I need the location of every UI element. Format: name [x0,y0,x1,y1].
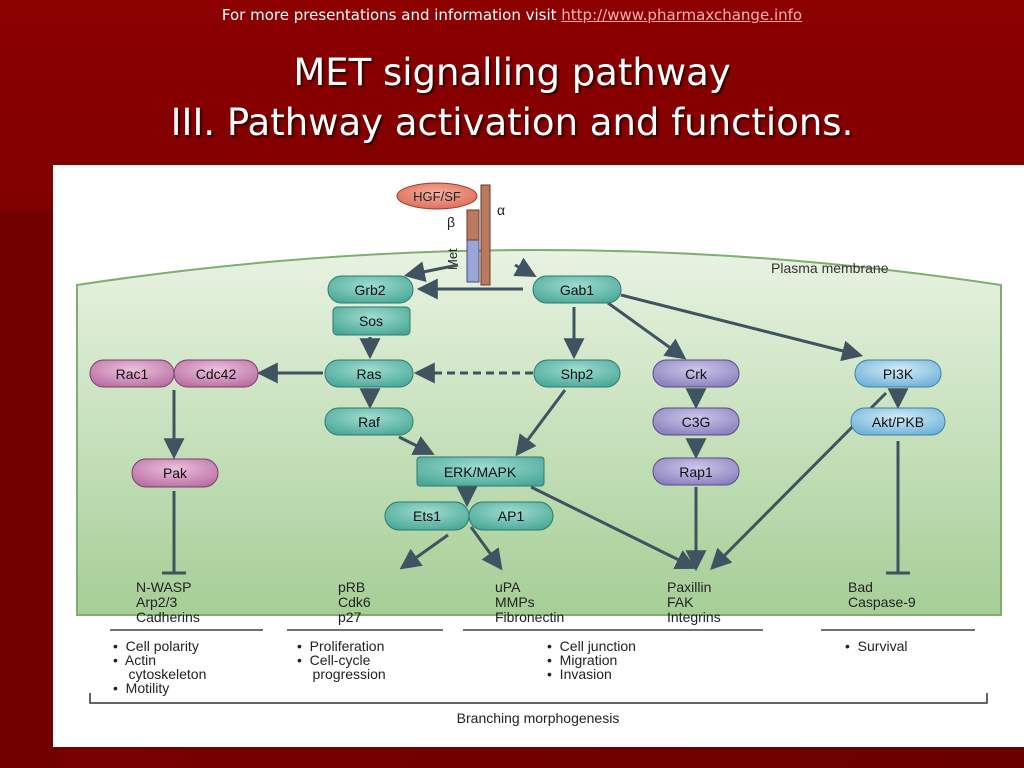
svg-text:Grb2: Grb2 [354,282,385,298]
svg-text:Sos: Sos [359,313,383,329]
target-cdk6: Cdk6 [338,594,371,610]
node-shp2: Shp2 [533,359,621,388]
source-line: For more presentations and information v… [0,6,1024,24]
slide-title: MET signalling pathway III. Pathway acti… [0,48,1024,148]
target-caspase9: Caspase-9 [848,594,916,610]
slide-background-left [0,210,60,768]
node-ap1: AP1 [468,501,554,531]
node-pi3k: PI3K [854,359,942,388]
svg-text:C3G: C3G [682,414,711,430]
beta-label: β [447,214,455,230]
cell-membrane-area [76,249,1002,616]
arrow-erk-paxillin [530,485,697,569]
svg-text:Rap1: Rap1 [679,464,713,480]
target-p27: p27 [338,609,362,625]
svg-text:Shp2: Shp2 [561,366,594,382]
target-upa: uPA [495,579,521,595]
targets: N-WASP Arp2/3 Cadherins pRB Cdk6 p27 uPA… [136,579,916,625]
arrow-raf-erk [398,435,435,455]
receptor-beta-chain [480,184,491,286]
function-progression: progression [297,666,386,682]
arrow-ets1-prb [399,533,449,570]
svg-text:Cdc42: Cdc42 [196,366,237,382]
node-rac1: Rac1 [89,359,175,388]
svg-text:Crk: Crk [685,366,708,382]
title-line-1: MET signalling pathway [293,51,731,94]
node-grb2: Grb2 [327,275,414,304]
node-gab1: Gab1 [532,275,622,304]
function-cytoskeleton: cytoskeleton [113,666,206,682]
ligand-hgf-sf [396,182,478,210]
arrow-shp2-erk [515,389,567,457]
receptor-upper [466,209,480,241]
function-cell-cycle: • Cell-cycle [297,652,371,668]
receptor-met-chain [466,239,480,283]
svg-text:Akt/PKB: Akt/PKB [872,414,924,430]
ligand-label: HGF/SF [413,189,461,204]
function-survival: • Survival [845,638,907,654]
node-akt-pkb: Akt/PKB [850,407,946,436]
morphogenesis-bracket [89,693,988,704]
arrow-met-gab1 [513,257,537,278]
node-erk-mapk: ERK/MAPK [416,456,545,487]
svg-text:AP1: AP1 [498,508,525,524]
svg-text:Ras: Ras [357,366,382,382]
node-cdc42: Cdc42 [173,359,259,388]
function-cell-junction: • Cell junction [547,638,636,654]
title-line-2: III. Pathway activation and functions. [170,101,854,144]
svg-text:PI3K: PI3K [883,366,914,382]
node-pak: Pak [131,458,219,488]
svg-text:Rac1: Rac1 [116,366,149,382]
target-bad: Bad [848,579,873,595]
target-paxillin: Paxillin [667,579,711,595]
svg-text:Ets1: Ets1 [413,508,441,524]
morphogenesis-label: Branching morphogenesis [457,710,620,726]
function-invasion: • Invasion [547,666,612,682]
target-arp23: Arp2/3 [136,594,177,610]
source-link[interactable]: http://www.pharmaxchange.info [561,6,803,24]
node-ets1: Ets1 [384,501,470,531]
target-nwasp: N-WASP [136,579,191,595]
svg-text:Gab1: Gab1 [560,282,594,298]
target-prb: pRB [338,579,365,595]
svg-text:Raf: Raf [358,414,380,430]
target-integrins: Integrins [667,609,721,625]
function-actin: • Actin [113,652,156,668]
function-cell-polarity: • Cell polarity [113,638,199,654]
arrow-gab1-crk [607,301,687,360]
pathway-figure: Plasma membrane HGF/SF α β Met [53,165,1024,747]
alpha-label: α [497,202,505,218]
node-raf: Raf [324,407,414,436]
svg-text:Pak: Pak [163,465,188,481]
target-fibronectin: Fibronectin [495,609,564,625]
svg-text:ERK/MAPK: ERK/MAPK [444,464,517,480]
target-fak: FAK [667,594,694,610]
visit-text: For more presentations and information v… [221,6,562,24]
pathway-diagram: Plasma membrane HGF/SF α β Met [76,182,1002,726]
function-migration: • Migration [547,652,617,668]
target-cadherins: Cadherins [136,609,200,625]
node-ras: Ras [324,359,414,388]
node-rap1: Rap1 [652,457,740,486]
node-sos: Sos [332,306,411,336]
function-proliferation: • Proliferation [297,638,384,654]
arrow-ets1-upa [469,526,503,571]
function-motility: • Motility [113,680,169,696]
arrow-gab1-pi3k [620,293,864,362]
target-mmps: MMPs [495,594,535,610]
membrane-label: Plasma membrane [771,260,889,276]
node-crk: Crk [652,359,740,388]
arrow-met-grb2 [403,261,459,283]
functions: • Cell polarity • Actin cytoskeleton • M… [113,638,907,696]
node-c3g: C3G [652,407,740,436]
